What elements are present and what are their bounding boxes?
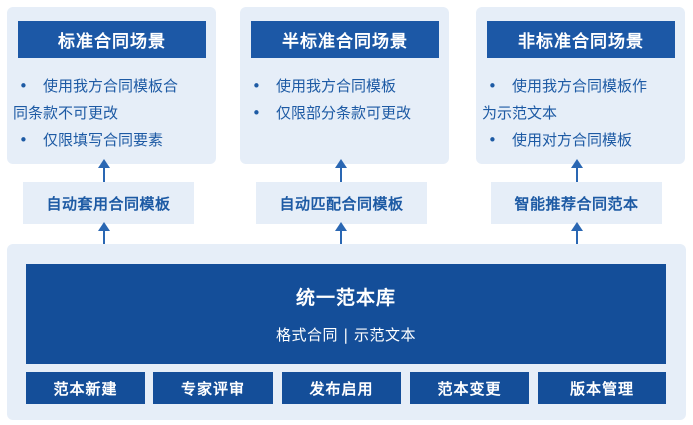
bullet-item: 仅限部分条款可更改	[246, 100, 446, 127]
scene-bullets: 使用我方合同模板 仅限部分条款可更改	[246, 73, 446, 127]
module-publish: 发布启用	[282, 372, 401, 404]
scene-title: 半标准合同场景	[251, 21, 439, 58]
bullet-item: 仅限填写合同要素	[13, 127, 213, 154]
unified-template-library: 统一范本库 格式合同 | 示范文本	[26, 264, 666, 364]
arrow-up-icon	[571, 159, 583, 182]
link-label-semi-standard: 自动匹配合同模板	[256, 182, 427, 224]
library-subtitle: 格式合同 | 示范文本	[275, 326, 417, 344]
scene-title: 标准合同场景	[18, 21, 206, 58]
bullet-item: 使用对方合同模板	[482, 127, 682, 154]
module-create: 范本新建	[26, 372, 145, 404]
arrow-up-icon	[335, 222, 347, 244]
arrow-up-icon	[98, 222, 110, 244]
bullet-item: 使用我方合同模板	[246, 73, 446, 100]
arrow-up-icon	[98, 159, 110, 182]
arrow-up-icon	[335, 159, 347, 182]
module-change: 范本变更	[410, 372, 529, 404]
scene-title: 非标准合同场景	[487, 21, 675, 58]
link-label-non-standard: 智能推荐合同范本	[491, 182, 662, 224]
module-review: 专家评审	[153, 372, 273, 404]
library-title: 统一范本库	[295, 287, 396, 309]
module-version: 版本管理	[538, 372, 666, 404]
library-panel: 统一范本库 格式合同 | 示范文本 范本新建 专家评审 发布启用 范本变更 版本…	[7, 244, 686, 420]
link-label-standard: 自动套用合同模板	[23, 182, 194, 224]
arrow-up-icon	[571, 222, 583, 244]
scene-panel-semi-standard: 半标准合同场景 使用我方合同模板 仅限部分条款可更改	[240, 7, 449, 164]
